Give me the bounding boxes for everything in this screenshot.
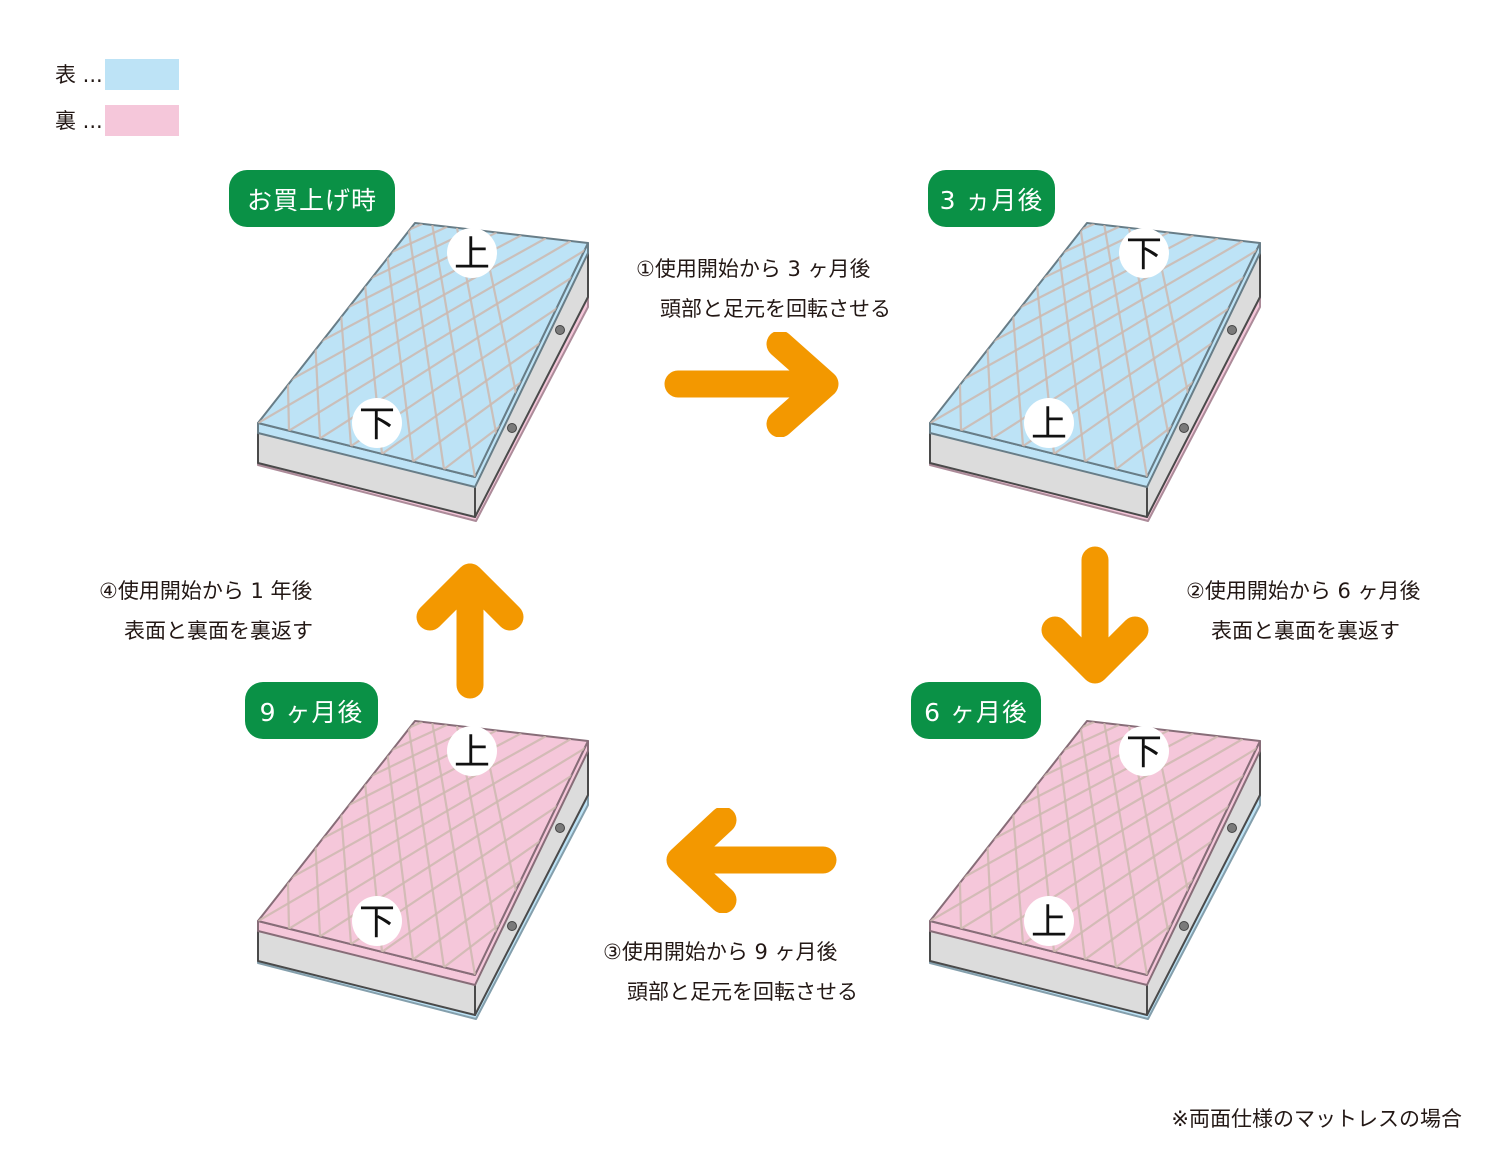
step-note-1: ①使用開始から 3 ヶ月後 頭部と足元を回転させる — [636, 249, 891, 329]
head-mark-badge: 上 — [447, 726, 497, 776]
arrow-down — [1041, 546, 1149, 684]
foot-mark-badge: 下 — [352, 398, 402, 448]
head-mark-badge: 上 — [447, 228, 497, 278]
foot-mark-badge: 上 — [1024, 896, 1074, 946]
step-note-3: ③使用開始から 9 ヶ月後 頭部と足元を回転させる — [603, 932, 858, 1012]
step-2-action: 表面と裏面を裏返す — [1211, 619, 1400, 643]
legend-label-top: 表 ... — [55, 63, 103, 87]
head-mark-badge: 下 — [1119, 726, 1169, 776]
vent-hole — [507, 423, 517, 433]
orientation-mark: 上 — [1031, 404, 1067, 445]
legend-item-bottom-face: 裏 ... — [55, 104, 179, 136]
arrow-up-shape — [416, 563, 524, 699]
footnote: ※両面仕様のマットレスの場合 — [1171, 1107, 1462, 1131]
orientation-mark: 上 — [454, 732, 490, 773]
orientation-mark: 上 — [1031, 902, 1067, 943]
vent-hole — [1227, 823, 1237, 833]
arrow-right-shape — [664, 332, 839, 437]
mattress-9-months: 上下 — [257, 720, 589, 1020]
stage-label-3-months: 3 ヵ月後 — [928, 170, 1055, 227]
step-3-action: 頭部と足元を回転させる — [627, 980, 858, 1004]
vent-hole — [1179, 423, 1189, 433]
stage-label-purchase: お買上げ時 — [229, 170, 395, 227]
foot-mark-badge: 下 — [352, 896, 402, 946]
legend-label-bottom: 裏 ... — [55, 109, 103, 133]
orientation-mark: 下 — [1126, 234, 1162, 275]
vent-hole — [1179, 921, 1189, 931]
legend-item-top-face: 表 ... — [55, 58, 179, 90]
stage-label-6-months: 6 ヶ月後 — [911, 682, 1041, 739]
vent-hole — [555, 823, 565, 833]
orientation-mark: 下 — [359, 902, 395, 943]
arrow-down-shape — [1041, 546, 1149, 684]
mattress-6-months: 下上 — [929, 720, 1261, 1020]
arrow-left-shape — [666, 808, 837, 913]
step-note-4: ④使用開始から 1 年後 表面と裏面を裏返す — [99, 571, 313, 651]
orientation-mark: 下 — [359, 404, 395, 445]
arrow-left — [666, 808, 837, 913]
vent-hole — [555, 325, 565, 335]
orientation-mark: 下 — [1126, 732, 1162, 773]
mattress-3-months: 下上 — [929, 222, 1261, 522]
step-note-2: ②使用開始から 6 ヶ月後 表面と裏面を裏返す — [1186, 571, 1421, 651]
head-mark-badge: 下 — [1119, 228, 1169, 278]
vent-hole — [1227, 325, 1237, 335]
legend-swatch-top — [105, 58, 179, 90]
step-4-action: 表面と裏面を裏返す — [124, 619, 313, 643]
stage-label-9-months: 9 ヶ月後 — [245, 682, 378, 739]
step-4-timing: ④使用開始から 1 年後 — [99, 579, 313, 603]
mattress-purchase: 上下 — [257, 222, 589, 522]
step-1-timing: ①使用開始から 3 ヶ月後 — [636, 257, 871, 281]
step-3-timing: ③使用開始から 9 ヶ月後 — [603, 940, 838, 964]
arrow-up — [416, 563, 524, 699]
legend-swatch-bottom — [105, 104, 179, 136]
step-2-timing: ②使用開始から 6 ヶ月後 — [1186, 579, 1421, 603]
legend: 表 ... 裏 ... — [55, 58, 179, 150]
step-1-action: 頭部と足元を回転させる — [660, 297, 891, 321]
orientation-mark: 上 — [454, 234, 490, 275]
foot-mark-badge: 上 — [1024, 398, 1074, 448]
arrow-right — [664, 332, 839, 437]
vent-hole — [507, 921, 517, 931]
